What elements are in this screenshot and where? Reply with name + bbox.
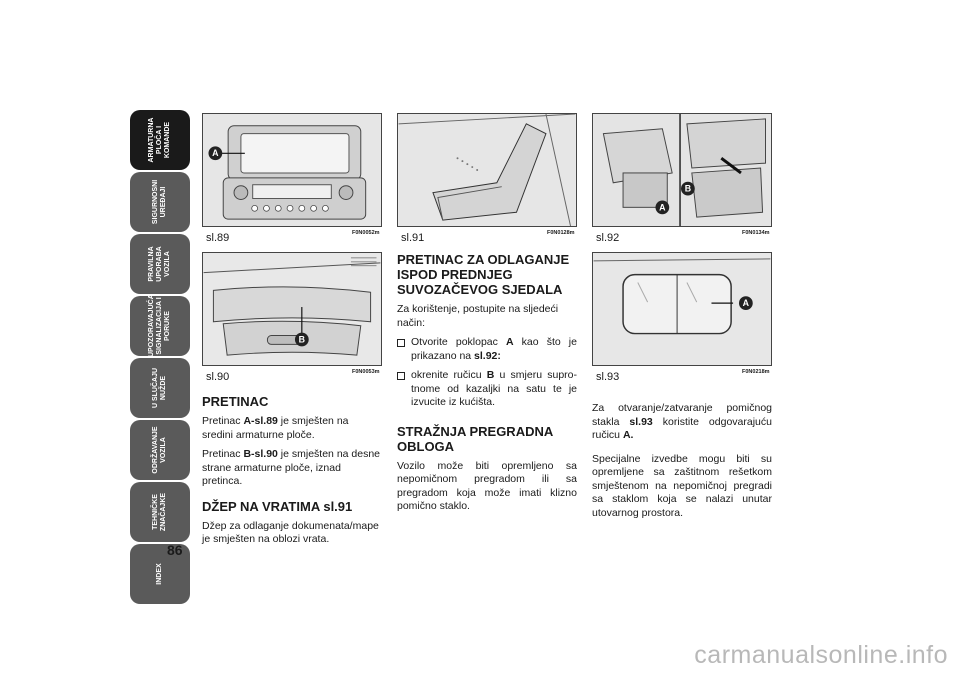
- under-seat-illustration: A B: [593, 114, 771, 226]
- figure-upper-compartment: B: [202, 252, 382, 366]
- ref-sl90: B-sl.90: [243, 448, 278, 460]
- figure-radio: A: [202, 113, 382, 227]
- paragraph-pretinac-b: Pretinac B-sl.90 je smješten na desne st…: [202, 448, 382, 489]
- heading-straznja-obloga: STRAŽNJA PREGRADNA OBLOGA: [397, 423, 553, 454]
- paragraph-pretinac-a: Pretinac A-sl.89 je smješten na sredini …: [202, 415, 382, 442]
- caption-sl90: sl.90: [206, 371, 230, 383]
- tab-u-slucaju-nuzde[interactable]: U SLUČAJU NUŽDE: [130, 358, 190, 418]
- checkbox-bullet-icon: [397, 339, 405, 347]
- compartment-illustration: B: [203, 253, 381, 365]
- tab-armaturna-ploca[interactable]: ARMATURNA PLOČA I KOMANDE: [130, 110, 190, 170]
- figure-under-seat-storage: A B: [592, 113, 772, 227]
- text: koristite odgovarajuću ručicu: [592, 415, 772, 442]
- tab-upozoravajuca-signalizacija[interactable]: UPOZORAVAJUĆA SIGNALIZACIJA I PORUKE: [130, 294, 190, 357]
- code-sl91: F0N0128m: [547, 230, 575, 236]
- tab-tehnicke-znacajke[interactable]: TEHNIČKE ZNAČAJKE: [130, 482, 190, 542]
- column-3: Za otvaranje/zatvaranje pomičnog stakla …: [592, 402, 772, 526]
- text: Pretinac: [202, 448, 244, 460]
- ref-sl89: A-sl.89: [243, 415, 278, 427]
- text: kao što je prikazano na: [411, 336, 577, 362]
- paragraph-intro: Za korištenje, postupite na sljedeći nač…: [397, 303, 559, 329]
- paragraph-dzep: Džep za odlaganje dokumenata/mape je smj…: [202, 519, 379, 546]
- tab-label: ODRŽAVANJE VOZILA: [152, 426, 167, 474]
- figure-rear-partition: A: [592, 252, 772, 366]
- tab-label: TEHNIČKE ZNAČAJKE: [152, 492, 167, 532]
- tab-label: PRAVILNA UPORABA VOZILA: [148, 246, 171, 282]
- ref-sl93: sl.93: [629, 415, 653, 428]
- rear-partition-illustration: A: [593, 253, 771, 365]
- page-number: 86: [167, 542, 183, 558]
- text: okrenite ručicu: [411, 369, 487, 381]
- figure-door-pocket: [397, 113, 577, 227]
- column-1: PRETINAC Pretinac A-sl.89 je smješten na…: [202, 394, 382, 553]
- marker-b: B: [299, 334, 305, 344]
- ref-sl92: sl.92:: [474, 349, 501, 362]
- tab-label: INDEX: [156, 563, 163, 585]
- bullet-item: okrenite ručicu B u smjeru supro-tnome o…: [397, 369, 577, 410]
- text: je smješten na desne strane armaturne pl…: [202, 448, 381, 487]
- paragraph-straznja: Vozilo može biti opremljeno sa nepomično…: [397, 459, 577, 513]
- ref: B: [486, 369, 495, 381]
- heading-pretinac-ispod-sjedala: PRETINAC ZA ODLAGANJE ISPOD PREDNJEG SUV…: [397, 252, 570, 297]
- text: u smjeru supro-tnome od kazaljki na satu…: [411, 369, 578, 408]
- watermark: carmanualsonline.info: [694, 641, 948, 669]
- heading-dzep: DŽEP NA VRATIMA sl.91: [202, 498, 353, 514]
- tab-odrzavanje-vozila[interactable]: ODRŽAVANJE VOZILA: [130, 420, 190, 480]
- tab-label: U SLUČAJU NUŽDE: [152, 367, 167, 409]
- caption-sl93: sl.93: [596, 371, 620, 383]
- column-2: PRETINAC ZA ODLAGANJE ISPOD PREDNJEG SUV…: [397, 252, 577, 520]
- ref: A: [505, 336, 514, 348]
- heading-pretinac: PRETINAC: [202, 394, 269, 409]
- caption-sl89: sl.89: [206, 232, 230, 244]
- caption-sl92: sl.92: [596, 232, 620, 244]
- tab-label: UPOZORAVAJUĆA SIGNALIZACIJA I PORUKE: [148, 294, 171, 357]
- marker-b: B: [685, 184, 691, 194]
- text: Za otvaranje/zatvaranje pomičnog stakla: [592, 402, 772, 428]
- code-sl92: F0N0134m: [742, 230, 770, 236]
- text: Pretinac: [202, 415, 244, 427]
- bullet-item: Otvorite poklopac A kao što je prikazano…: [397, 336, 577, 363]
- marker-a: A: [659, 202, 666, 212]
- paragraph-specijalne: Specijalne izvedbe mogu biti su opremlje…: [592, 452, 772, 519]
- tab-label: SIGURNOSNI UREĐAJI: [152, 179, 167, 225]
- ref: A.: [622, 429, 634, 441]
- tab-sigurnosni-uredaji[interactable]: SIGURNOSNI UREĐAJI: [130, 172, 190, 232]
- marker-a: A: [212, 148, 219, 158]
- caption-sl91: sl.91: [401, 232, 425, 244]
- door-pocket-illustration: [398, 114, 576, 226]
- code-sl90: F0N0053m: [352, 369, 380, 375]
- text: je smješten na sredini armaturne ploče.: [202, 415, 349, 441]
- radio-illustration: A: [203, 114, 381, 226]
- tab-pravilna-uporaba[interactable]: PRAVILNA UPORABA VOZILA: [130, 234, 190, 294]
- marker-a: A: [743, 298, 750, 308]
- paragraph-staklo: Za otvaranje/zatvaranje pomičnog stakla …: [592, 402, 772, 443]
- checkbox-bullet-icon: [397, 372, 405, 380]
- text: Otvorite poklopac: [411, 336, 506, 348]
- code-sl89: F0N0052m: [352, 230, 380, 236]
- tab-label: ARMATURNA PLOČA I KOMANDE: [148, 117, 171, 163]
- tab-index[interactable]: INDEX: [130, 544, 190, 604]
- code-sl93: F0N0218m: [742, 369, 770, 375]
